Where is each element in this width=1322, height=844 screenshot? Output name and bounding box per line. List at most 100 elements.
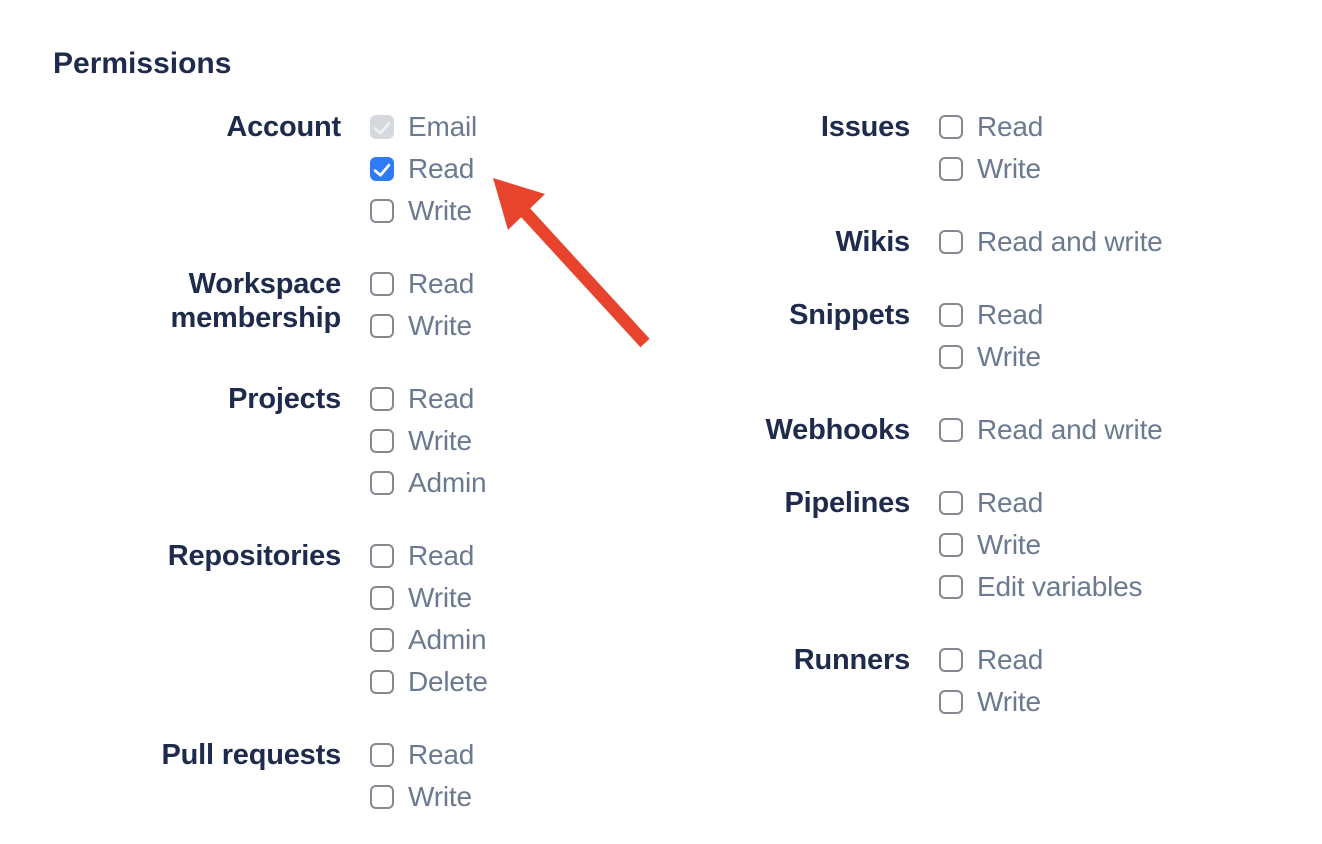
option-projects-admin[interactable]: Admin bbox=[370, 462, 487, 504]
option-label-account-email: Email bbox=[408, 111, 478, 142]
option-workspace-write[interactable]: Write bbox=[370, 305, 474, 347]
option-label-projects-write: Write bbox=[408, 425, 472, 456]
checkbox-pull-requests-write[interactable] bbox=[370, 785, 394, 809]
group-wikis: Wikis Read and write bbox=[730, 221, 1163, 263]
checkbox-pipelines-write[interactable] bbox=[939, 533, 963, 557]
checkbox-account-read[interactable] bbox=[370, 157, 394, 181]
group-label-runners: Runners bbox=[793, 644, 910, 676]
option-pull-requests-write[interactable]: Write bbox=[370, 776, 474, 818]
option-pull-requests-read[interactable]: Read bbox=[370, 734, 474, 776]
checkbox-pipelines-edit-variables[interactable] bbox=[939, 575, 963, 599]
option-pipelines-edit-variables[interactable]: Edit variables bbox=[939, 566, 1142, 608]
checkbox-repositories-read[interactable] bbox=[370, 544, 394, 568]
checkbox-pipelines-read[interactable] bbox=[939, 491, 963, 515]
checkbox-webhooks-read-and-write[interactable] bbox=[939, 418, 963, 442]
option-label-projects-admin: Admin bbox=[408, 467, 487, 498]
option-label-pipelines-write: Write bbox=[977, 529, 1041, 560]
group-workspace-membership: Workspace membership Read Write bbox=[121, 263, 488, 347]
option-label-account-write: Write bbox=[408, 195, 472, 226]
option-account-read[interactable]: Read bbox=[370, 148, 477, 190]
group-issues: Issues Read Write bbox=[730, 106, 1163, 190]
group-label-issues: Issues bbox=[820, 111, 910, 143]
checkbox-workspace-read[interactable] bbox=[370, 272, 394, 296]
option-label-snippets-write: Write bbox=[977, 341, 1041, 372]
checkbox-workspace-write[interactable] bbox=[370, 314, 394, 338]
option-pipelines-write[interactable]: Write bbox=[939, 524, 1142, 566]
option-label-repositories-write: Write bbox=[408, 582, 472, 613]
option-label-workspace-write: Write bbox=[408, 310, 472, 341]
checkbox-projects-write[interactable] bbox=[370, 429, 394, 453]
option-projects-write[interactable]: Write bbox=[370, 420, 486, 462]
annotation-arrow-head bbox=[493, 178, 545, 230]
group-pull-requests: Pull requests Read Write bbox=[121, 734, 488, 818]
option-label-pull-requests-read: Read bbox=[408, 739, 475, 770]
option-workspace-read[interactable]: Read bbox=[370, 263, 474, 305]
option-repositories-read[interactable]: Read bbox=[370, 535, 488, 577]
checkbox-pull-requests-read[interactable] bbox=[370, 743, 394, 767]
option-label-account-read: Read bbox=[408, 153, 475, 184]
option-runners-write[interactable]: Write bbox=[939, 681, 1043, 723]
option-runners-read[interactable]: Read bbox=[939, 639, 1043, 681]
option-label-projects-read: Read bbox=[408, 383, 475, 414]
option-label-webhooks-read-and-write: Read and write bbox=[977, 414, 1163, 445]
permissions-right-column: Issues Read Write Wikis Read and write S… bbox=[730, 106, 1163, 723]
option-snippets-write[interactable]: Write bbox=[939, 336, 1043, 378]
group-label-webhooks: Webhooks bbox=[765, 414, 911, 446]
checkbox-runners-read[interactable] bbox=[939, 648, 963, 672]
option-webhooks-read-and-write[interactable]: Read and write bbox=[939, 409, 1163, 451]
option-label-pipelines-edit-variables: Edit variables bbox=[977, 571, 1143, 602]
group-label-pipelines: Pipelines bbox=[784, 487, 910, 519]
group-pipelines: Pipelines Read Write Edit variables bbox=[730, 482, 1163, 608]
options-pipelines: Read Write Edit variables bbox=[939, 482, 1142, 608]
option-snippets-read[interactable]: Read bbox=[939, 294, 1043, 336]
option-label-issues-read: Read bbox=[977, 111, 1044, 142]
option-wikis-read-and-write[interactable]: Read and write bbox=[939, 221, 1163, 263]
options-account: Email Read Write bbox=[370, 106, 477, 232]
option-projects-read[interactable]: Read bbox=[370, 378, 486, 420]
options-pull-requests: Read Write bbox=[370, 734, 474, 818]
option-account-write[interactable]: Write bbox=[370, 190, 477, 232]
checkbox-issues-write[interactable] bbox=[939, 157, 963, 181]
group-projects: Projects Read Write Admin bbox=[121, 378, 488, 504]
checkbox-repositories-admin[interactable] bbox=[370, 628, 394, 652]
option-label-pull-requests-write: Write bbox=[408, 781, 472, 812]
checkbox-issues-read[interactable] bbox=[939, 115, 963, 139]
option-issues-write[interactable]: Write bbox=[939, 148, 1043, 190]
option-pipelines-read[interactable]: Read bbox=[939, 482, 1142, 524]
options-workspace-membership: Read Write bbox=[370, 263, 474, 347]
group-label-snippets: Snippets bbox=[789, 299, 910, 331]
options-snippets: Read Write bbox=[939, 294, 1043, 378]
option-label-issues-write: Write bbox=[977, 153, 1041, 184]
checkbox-repositories-delete[interactable] bbox=[370, 670, 394, 694]
checkbox-snippets-write[interactable] bbox=[939, 345, 963, 369]
checkbox-projects-read[interactable] bbox=[370, 387, 394, 411]
option-label-workspace-read: Read bbox=[408, 268, 475, 299]
group-label-account: Account bbox=[226, 111, 341, 143]
options-projects: Read Write Admin bbox=[370, 378, 487, 504]
checkbox-repositories-write[interactable] bbox=[370, 586, 394, 610]
group-repositories: Repositories Read Write Admin Delete bbox=[121, 535, 488, 703]
option-repositories-write[interactable]: Write bbox=[370, 577, 488, 619]
option-repositories-delete[interactable]: Delete bbox=[370, 661, 488, 703]
page-title: Permissions bbox=[53, 47, 232, 80]
option-account-email: Email bbox=[370, 106, 477, 148]
options-wikis: Read and write bbox=[939, 221, 1163, 263]
options-webhooks: Read and write bbox=[939, 409, 1163, 451]
option-label-repositories-admin: Admin bbox=[408, 624, 487, 655]
checkbox-snippets-read[interactable] bbox=[939, 303, 963, 327]
option-label-runners-write: Write bbox=[977, 686, 1041, 717]
checkbox-projects-admin[interactable] bbox=[370, 471, 394, 495]
checkbox-wikis-read-and-write[interactable] bbox=[939, 230, 963, 254]
option-repositories-admin[interactable]: Admin bbox=[370, 619, 488, 661]
group-account: Account Email Read Write bbox=[121, 106, 488, 232]
option-issues-read[interactable]: Read bbox=[939, 106, 1043, 148]
permissions-left-column: Account Email Read Write Workspace membe… bbox=[121, 106, 488, 818]
option-label-runners-read: Read bbox=[977, 644, 1044, 675]
option-label-repositories-read: Read bbox=[408, 540, 475, 571]
group-snippets: Snippets Read Write bbox=[730, 294, 1163, 378]
checkbox-account-write[interactable] bbox=[370, 199, 394, 223]
checkbox-account-email bbox=[370, 115, 394, 139]
group-label-pull-requests: Pull requests bbox=[161, 739, 341, 771]
group-label-projects: Projects bbox=[228, 383, 341, 415]
checkbox-runners-write[interactable] bbox=[939, 690, 963, 714]
